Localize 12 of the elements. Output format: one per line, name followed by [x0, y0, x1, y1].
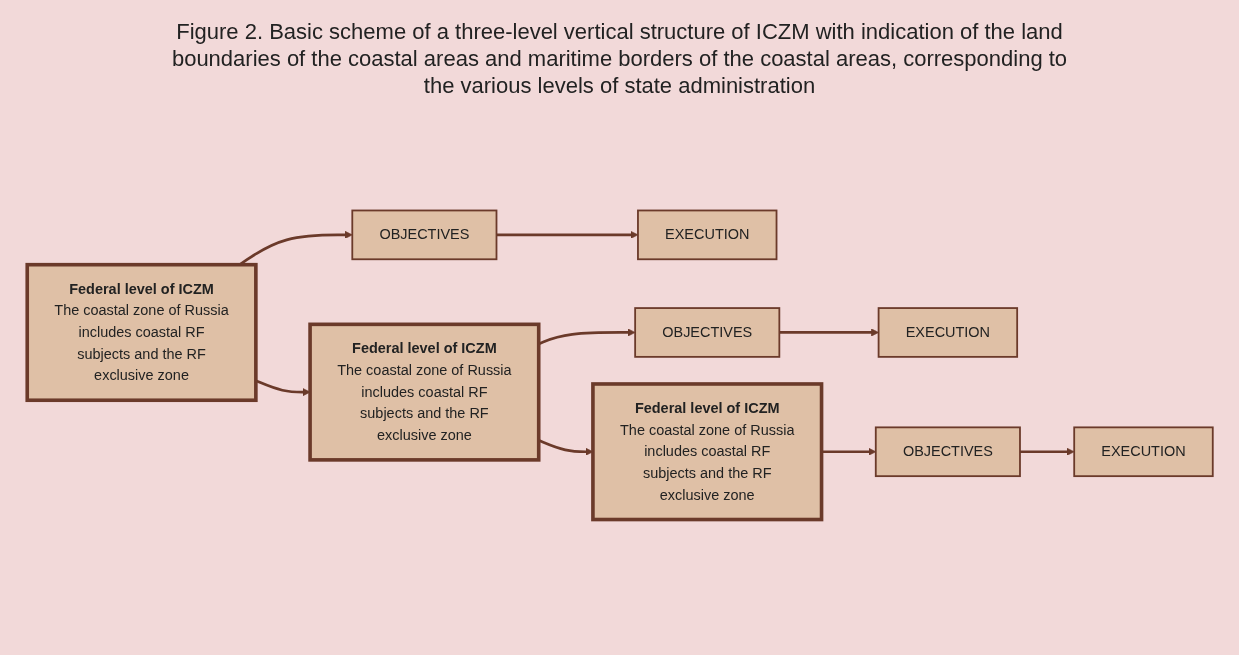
arrow	[496, 230, 638, 239]
node-box: EXECUTION	[877, 307, 1018, 358]
node-box: Federal level of ICZM The coastal zone of Russia includes coastal RF subjects and the RF exclusive zone	[307, 322, 540, 462]
node-box: Federal level of ICZM The coastal zone of Russia includes coastal RF subjects and the RF exclusive zone	[590, 382, 823, 522]
node-box: OBJECTIVES	[874, 426, 1021, 478]
node-box: Federal level of ICZM The coastal zone of Russia includes coastal RF subjects and the RF exclusive zone	[24, 262, 258, 403]
node-box: OBJECTIVES	[633, 307, 780, 358]
node-box: OBJECTIVES	[350, 209, 497, 261]
node-box: EXECUTION	[1072, 426, 1214, 478]
node-box: EXECUTION	[636, 209, 777, 261]
arrow	[778, 328, 879, 337]
figure-title: Figure 2. Basic scheme of a three-level vertical structure of ICZM with indication of the land boundaries of the coastal areas and maritime borders of the coastal areas, corresponding to the various levels of state administration	[170, 18, 1069, 99]
